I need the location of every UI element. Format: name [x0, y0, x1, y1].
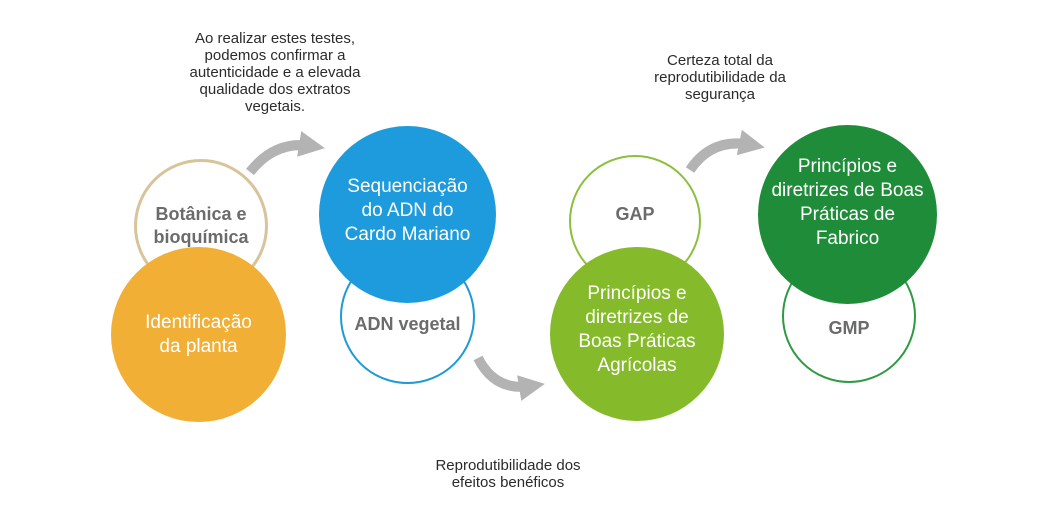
sequenciacao-adn-label: Sequenciação do ADN do Cardo Mariano: [344, 175, 471, 245]
boas-praticas-agricolas-circle: Princípios e diretrizes de Boas Práticas…: [550, 247, 724, 421]
arrow-2: [473, 355, 545, 401]
adn-vegetal-label: ADN vegetal: [354, 314, 461, 334]
arrow-3: [685, 129, 765, 173]
gmp-label: GMP: [828, 317, 870, 338]
boas-praticas-fabrico-label: Princípios e diretrizes de Boas Práticas…: [771, 155, 924, 249]
identificacao-planta-circle: Identificação da planta: [111, 247, 286, 422]
identificacao-planta-label: Identificação da planta: [145, 311, 252, 357]
note-testes: Ao realizar estes testes, podemos confir…: [189, 30, 361, 115]
boas-praticas-fabrico-circle: Princípios e diretrizes de Boas Práticas…: [758, 125, 937, 304]
note-reprodutibilidade-efeitos: Reprodutibilidade dos efeitos benéficos: [435, 457, 581, 491]
botanica-bioquimica-label: Botânica e bioquímica: [153, 204, 249, 247]
note-certeza-seguranca: Certeza total da reprodutibilidade da se…: [654, 52, 786, 103]
gap-label: GAP: [615, 203, 655, 224]
boas-praticas-agricolas-label: Princípios e diretrizes de Boas Práticas…: [578, 283, 696, 376]
arrow-1: [246, 131, 325, 176]
sequenciacao-adn-circle: Sequenciação do ADN do Cardo Mariano: [319, 126, 496, 303]
